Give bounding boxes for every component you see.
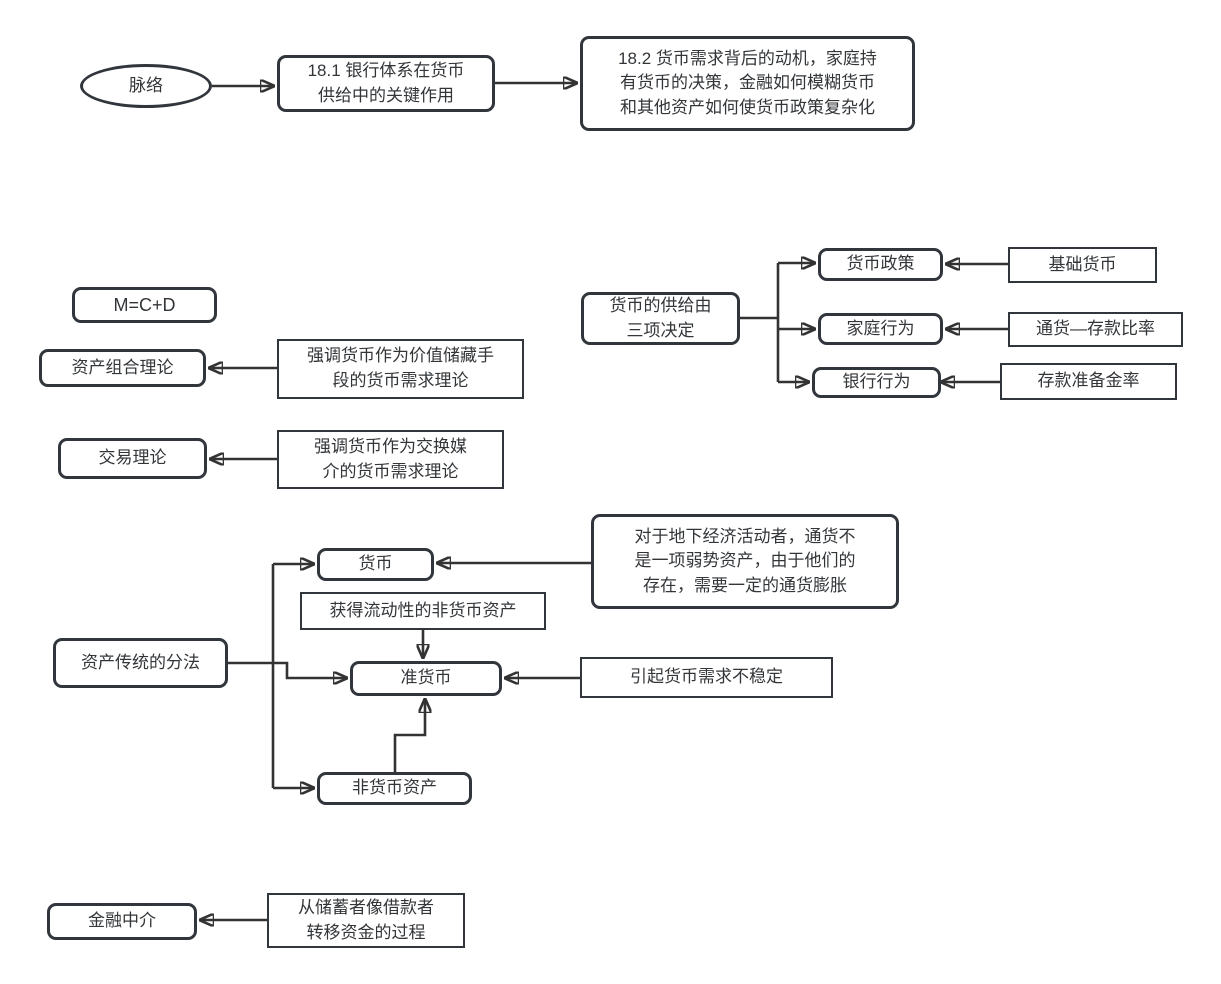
node-money[interactable]: 货币 [317, 548, 434, 581]
connector-supply-trunk [740, 263, 815, 382]
node-transaction-theory[interactable]: 交易理论 [58, 438, 207, 479]
node-m-equals-c-plus-d[interactable]: M=C+D [72, 287, 217, 323]
node-label: 存款准备金率 [1037, 371, 1140, 391]
node-label: 获得流动性的非货币资产 [329, 600, 517, 620]
note-liquidity-nonmoney-assets[interactable]: 获得流动性的非货币资产 [300, 592, 546, 630]
label-line: 18.1 银行体系在货币 [307, 60, 465, 80]
root-ellipse-outline[interactable]: 脉络 [80, 64, 212, 108]
arrow-nonmoney-to-quasimoney [393, 699, 425, 772]
label-line: 18.2 货币需求背后的动机，家庭持 [618, 48, 877, 68]
note-money-demand-instability[interactable]: 引起货币需求不稳定 [580, 657, 833, 698]
node-label: 资产组合理论 [71, 357, 174, 377]
node-ch18-1-banking-system[interactable]: 18.1 银行体系在货币 供给中的关键作用 [277, 55, 495, 112]
node-label: 金融中介 [88, 911, 156, 931]
label-line: 供给中的关键作用 [318, 85, 454, 105]
note-medium-of-exchange[interactable]: 强调货币作为交换媒 介的货币需求理论 [277, 430, 504, 489]
node-money-supply-determinants[interactable]: 货币的供给由 三项决定 [581, 292, 740, 345]
label-line: 对于地下经济活动者，通货不 [634, 526, 856, 546]
node-label: 基础货币 [1048, 254, 1117, 274]
node-label: 货币政策 [846, 254, 915, 274]
label-line: 转移资金的过程 [306, 922, 426, 942]
label-line: 存在，需要一定的通货膨胀 [643, 575, 847, 595]
node-label: 准货币 [400, 668, 452, 688]
node-label: 家庭行为 [846, 318, 915, 338]
node-label: M=C+D [113, 294, 176, 315]
label-line: 强调货币作为价值储藏手 [307, 346, 494, 366]
node-non-money-assets[interactable]: 非货币资产 [317, 772, 472, 805]
label-line: 有货币的决策，金融如何模糊货币 [620, 73, 875, 93]
node-label: 非货币资产 [352, 778, 437, 798]
label-line: 是一项弱势资产，由于他们的 [634, 551, 856, 571]
node-monetary-policy[interactable]: 货币政策 [818, 248, 943, 281]
label-line: 介的货币需求理论 [322, 461, 459, 481]
label-line: 货币的供给由 [609, 295, 712, 315]
node-financial-intermediary[interactable]: 金融中介 [47, 903, 197, 940]
label-line: 强调货币作为交换媒 [314, 436, 467, 456]
node-asset-classification[interactable]: 资产传统的分法 [53, 638, 228, 688]
node-portfolio-theory[interactable]: 资产组合理论 [39, 349, 206, 387]
label-line: 段的货币需求理论 [332, 371, 469, 390]
note-currency-deposit-ratio[interactable]: 通货—存款比率 [1008, 312, 1183, 347]
node-label: 通货—存款比率 [1036, 319, 1155, 339]
note-transfer-funds[interactable]: 从储蓄者像借款者 转移资金的过程 [267, 893, 465, 948]
node-label: 货币 [358, 554, 393, 574]
node-label: 引起货币需求不稳定 [630, 667, 783, 687]
label-line: 从储蓄者像借款者 [298, 897, 434, 917]
note-reserve-ratio[interactable]: 存款准备金率 [1000, 363, 1177, 400]
connector-asset-trunk [228, 564, 347, 788]
node-quasi-money[interactable]: 准货币 [350, 661, 502, 696]
label-line: 三项决定 [626, 320, 695, 340]
note-base-money[interactable]: 基础货币 [1008, 247, 1157, 283]
note-underground-economy[interactable]: 对于地下经济活动者，通货不 是一项弱势资产，由于他们的 存在，需要一定的通货膨胀 [591, 514, 899, 609]
note-store-of-value[interactable]: 强调货币作为价值储藏手 段的货币需求理论 [277, 339, 524, 399]
node-ch18-2-money-demand[interactable]: 18.2 货币需求背后的动机，家庭持 有货币的决策，金融如何模糊货币 和其他资产… [580, 36, 915, 131]
label-line: 和其他资产如何使货币政策复杂化 [620, 97, 875, 117]
node-bank-behavior[interactable]: 银行行为 [812, 367, 941, 398]
node-label: 资产传统的分法 [81, 652, 200, 672]
node-label: 交易理论 [98, 448, 167, 468]
node-label: 脉络 [129, 75, 163, 95]
node-household-behavior[interactable]: 家庭行为 [818, 313, 943, 345]
node-label: 银行行为 [842, 372, 911, 392]
